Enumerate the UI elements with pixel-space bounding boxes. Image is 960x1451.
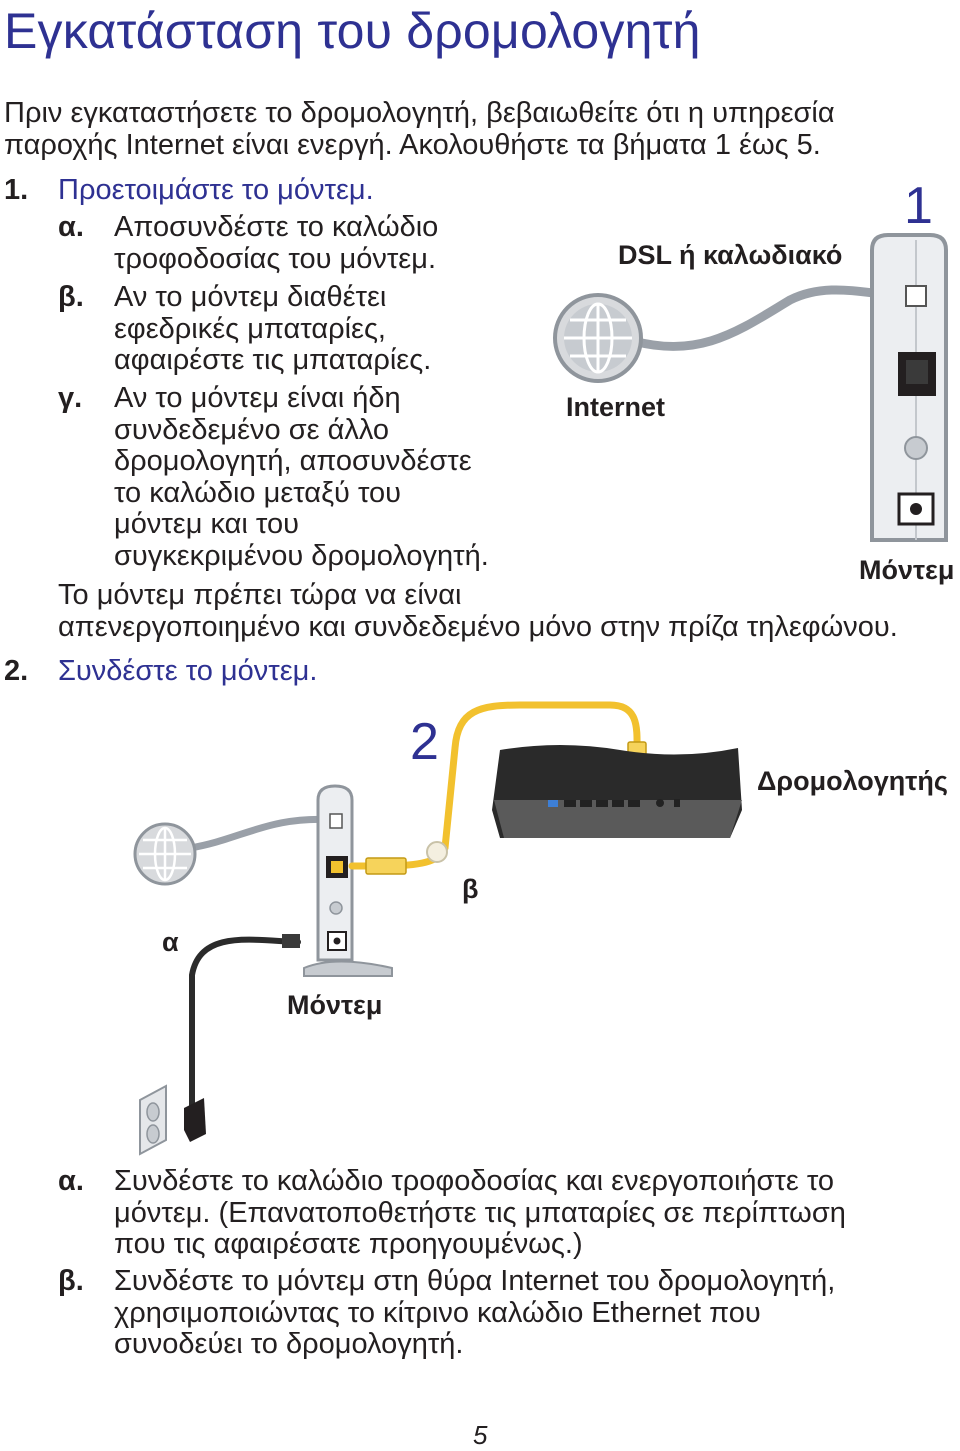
step1-item-b: Αν το μόντεμ διαθέτει εφεδρικές μπαταρίε…: [114, 281, 432, 377]
step2-number: 2.: [4, 655, 29, 687]
item-line: τροφοδοσίας του μόντεμ.: [114, 242, 437, 275]
item-line: αφαιρέστε τις μπαταρίες.: [114, 344, 432, 376]
internet-globe-icon: [133, 822, 197, 886]
item-line: Αποσυνδέστε το καλώδιο: [114, 211, 439, 243]
figure1-graphic: [553, 233, 948, 542]
modem-label-2: Μόντεμ: [287, 990, 383, 1020]
modem-label: Μόντεμ: [859, 555, 955, 585]
intro-line: Πριν εγκαταστήσετε το δρομολογητή, βεβαι…: [4, 97, 835, 129]
page-number: 5: [473, 1420, 488, 1450]
step1-item-a-marker: α.: [58, 211, 84, 243]
modem-front-icon: [303, 784, 393, 977]
page-title: Εγκατάσταση του δρομολογητή: [4, 3, 701, 59]
wall-outlet-icon: [139, 1084, 206, 1156]
step1-heading: 1. Προετοιμάστε το μόντεμ.: [4, 174, 374, 207]
item-line: μόντεμ. (Επανατοποθετήστε τις μπαταρίες …: [114, 1196, 846, 1229]
item-line: το καλώδιο μεταξύ του: [114, 476, 401, 509]
item-line: συνοδεύει το δρομολογητή.: [114, 1328, 464, 1360]
figure1-number: 1: [904, 177, 933, 235]
dsl-label: DSL ή καλωδιακό: [618, 240, 843, 270]
step1-item-a: Αποσυνδέστε το καλώδιο τροφοδοσίας του μ…: [114, 211, 439, 275]
item-line: Συνδέστε το καλώδιο τροφοδοσίας και ενερ…: [114, 1165, 835, 1197]
step1-item-c-marker: γ.: [58, 382, 83, 414]
item-line: δρομολογητή, αποσυνδέστε: [114, 445, 472, 477]
cable-clip: [426, 841, 448, 863]
ethernet-cable: [348, 701, 641, 870]
ethernet-plug-modem: [365, 857, 407, 875]
item-line: Αν το μόντεμ διαθέτει: [114, 281, 387, 313]
step1-heading-text: Προετοιμάστε το μόντεμ.: [58, 174, 374, 206]
item-line: Αν το μόντεμ είναι ήδη: [114, 382, 401, 414]
item-line: που τις αφαιρέσατε προηγουμένως.): [114, 1228, 583, 1260]
step2-item-a-marker: α.: [58, 1165, 84, 1197]
power-plug: [282, 934, 300, 948]
step2-heading-text: Συνδέστε το μόντεμ.: [58, 655, 318, 687]
internet-globe-icon: [553, 293, 643, 383]
internet-label: Internet: [566, 392, 666, 422]
item-line: Συνδέστε το μόντεμ στη θύρα Internet του…: [114, 1265, 836, 1297]
note-line: Το μόντεμ πρέπει τώρα να είναι: [58, 579, 462, 611]
item-line: μόντεμ και του: [114, 508, 299, 540]
modem-side-icon: [870, 233, 948, 542]
item-line: εφεδρικές μπαταρίες,: [114, 312, 386, 345]
router-icon: [492, 745, 742, 838]
step1-item-b-marker: β.: [58, 281, 84, 313]
note-line: απενεργοποιημένο και συνδεδεμένο μόνο στ…: [58, 610, 898, 643]
intro-paragraph: Πριν εγκαταστήσετε το δρομολογητή, βεβαι…: [4, 97, 835, 161]
step2-item-a: Συνδέστε το καλώδιο τροφοδοσίας και ενερ…: [114, 1165, 846, 1261]
label-b: β: [462, 874, 479, 904]
step1-item-c: Αν το μόντεμ είναι ήδη συνδεδεμένο σε άλ…: [114, 382, 489, 572]
item-line: χρησιμοποιώντας το κίτρινο καλώδιο Ether…: [114, 1296, 761, 1329]
item-line: συγκεκριμένου δρομολογητή.: [114, 539, 489, 572]
label-a: α: [162, 927, 179, 957]
step1-number: 1.: [4, 174, 29, 206]
power-cable: [189, 936, 301, 1128]
step1-note: Το μόντεμ πρέπει τώρα να είναι απενεργοπ…: [58, 579, 898, 643]
figure2-number: 2: [410, 713, 439, 771]
router-label: Δρομολογητής: [757, 766, 948, 796]
step2-heading: 2. Συνδέστε το μόντεμ.: [4, 655, 317, 688]
item-line: συνδεδεμένο σε άλλο: [114, 413, 390, 446]
internet-cable: [186, 815, 339, 852]
step2-item-b: Συνδέστε το μόντεμ στη θύρα Internet του…: [114, 1265, 836, 1361]
step2-item-b-marker: β.: [58, 1265, 84, 1297]
intro-line: παροχής Internet είναι ενεργή. Ακολουθήσ…: [4, 128, 821, 161]
